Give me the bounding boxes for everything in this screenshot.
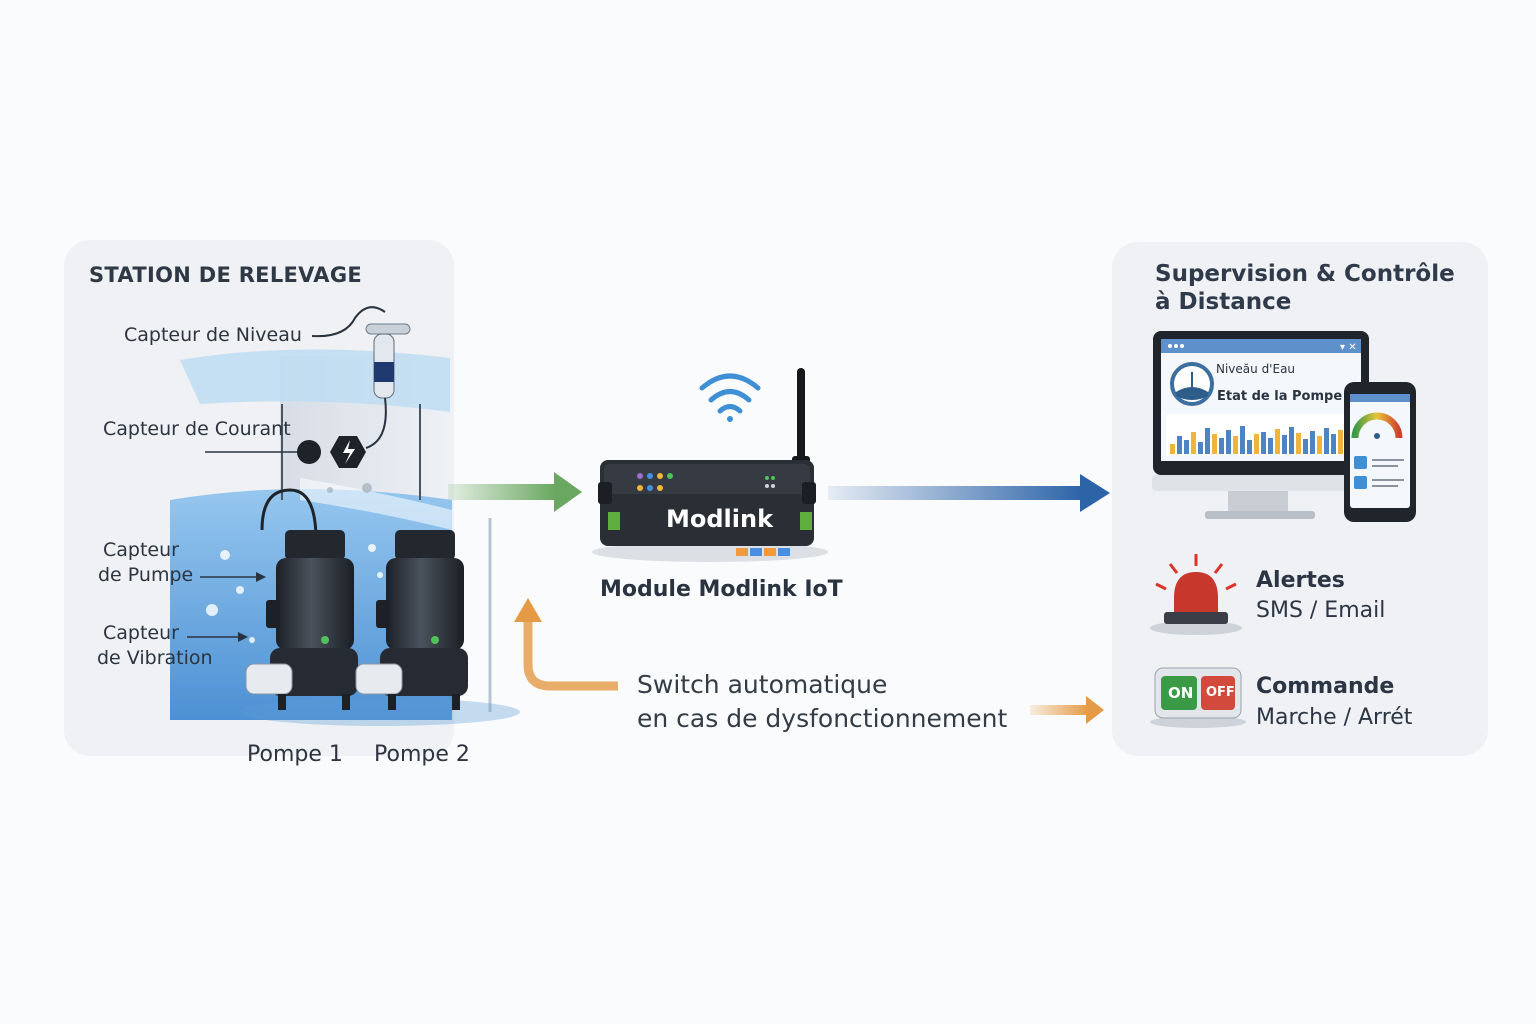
- current-sensor-label: Capteur de Courant: [103, 418, 291, 440]
- level-sensor-icon: [311, 306, 411, 399]
- monitor-bar: [1261, 432, 1266, 454]
- alerts-title: Alertes: [1256, 568, 1345, 593]
- station-to-module-arrow: [448, 472, 582, 512]
- monitor-bar: [1268, 438, 1273, 454]
- supervision-title: Supervision & Contrôle à Distance: [1155, 261, 1455, 315]
- monitor-bar-chart: [1170, 426, 1343, 454]
- monitor-bar: [1310, 431, 1315, 454]
- on-off-switch-icon: [1150, 667, 1246, 728]
- switch-to-command-arrow: [1030, 696, 1104, 724]
- switch-caption-line2: en cas de dysfonctionnement: [637, 704, 1008, 733]
- monitor-bar: [1191, 432, 1196, 454]
- modlink-brand-label: Modlink: [666, 505, 774, 533]
- level-sensor-label: Capteur de Niveau: [124, 324, 302, 346]
- monitor-bar: [1296, 433, 1301, 454]
- monitor-bar: [1219, 438, 1224, 454]
- command-title: Commande: [1256, 674, 1395, 699]
- monitor-bar: [1317, 436, 1322, 454]
- monitor-bar: [1198, 442, 1203, 454]
- monitor-bar: [1170, 444, 1175, 454]
- monitor-bar: [1324, 428, 1329, 454]
- monitor-bar: [1254, 434, 1259, 454]
- monitor-bar: [1177, 436, 1182, 454]
- monitor-bar: [1289, 427, 1294, 454]
- screen-water-level-label: Niveău d'Eau: [1216, 362, 1296, 376]
- module-to-supervision-arrow: [828, 474, 1110, 512]
- monitor-icon: ▾ ✕: [1152, 331, 1370, 519]
- vibration-sensor-pointer: [187, 632, 248, 642]
- station-title: STATION DE RELEVAGE: [89, 263, 363, 287]
- monitor-bar: [1240, 426, 1245, 454]
- pump-sensor-label-line2: de Pumpe: [98, 564, 194, 586]
- monitor-bar: [1233, 436, 1238, 454]
- monitor-bar: [1212, 434, 1217, 454]
- phone-icon: [1344, 382, 1416, 522]
- module-title: Module Modlink IoT: [600, 577, 843, 602]
- off-label: OFF: [1206, 685, 1235, 700]
- command-subtitle: Marche / Arrét: [1256, 705, 1413, 730]
- monitor-bar: [1247, 440, 1252, 454]
- monitor-bar: [1282, 435, 1287, 454]
- alarm-siren-icon: [1150, 554, 1242, 635]
- pump-2-label: Pompe 2: [374, 742, 470, 767]
- screen-pump-state-label: Etat de la Pompe: [1217, 389, 1343, 404]
- wifi-icon: [699, 373, 761, 422]
- pump-1-icon: [245, 488, 358, 710]
- alerts-subtitle: SMS / Email: [1256, 598, 1386, 623]
- pump-1-label: Pompe 1: [247, 742, 343, 767]
- monitor-bar: [1303, 439, 1308, 454]
- on-label: ON: [1168, 684, 1194, 702]
- switch-return-arrow: [514, 598, 618, 691]
- current-sensor-icon: [205, 397, 387, 468]
- modlink-device-icon: [592, 368, 828, 562]
- vibration-sensor-label-line2: de Vibration: [97, 647, 213, 669]
- monitor-bar: [1338, 430, 1343, 454]
- svg-text:▾ ✕: ▾ ✕: [1340, 342, 1357, 353]
- monitor-bar: [1184, 440, 1189, 454]
- pump-2-icon: [355, 530, 468, 710]
- monitor-bar: [1331, 434, 1336, 454]
- switch-caption: Switch automatique en cas de dysfonction…: [637, 668, 1037, 736]
- pump-sensor-label-line1: Capteur: [103, 539, 179, 561]
- vibration-sensor-label-line1: Capteur: [103, 622, 179, 644]
- monitor-bar: [1275, 429, 1280, 454]
- monitor-bar: [1226, 430, 1231, 454]
- pump-sensor-pointer: [200, 572, 266, 582]
- monitor-bar: [1205, 428, 1210, 454]
- switch-caption-line1: Switch automatique: [637, 670, 888, 699]
